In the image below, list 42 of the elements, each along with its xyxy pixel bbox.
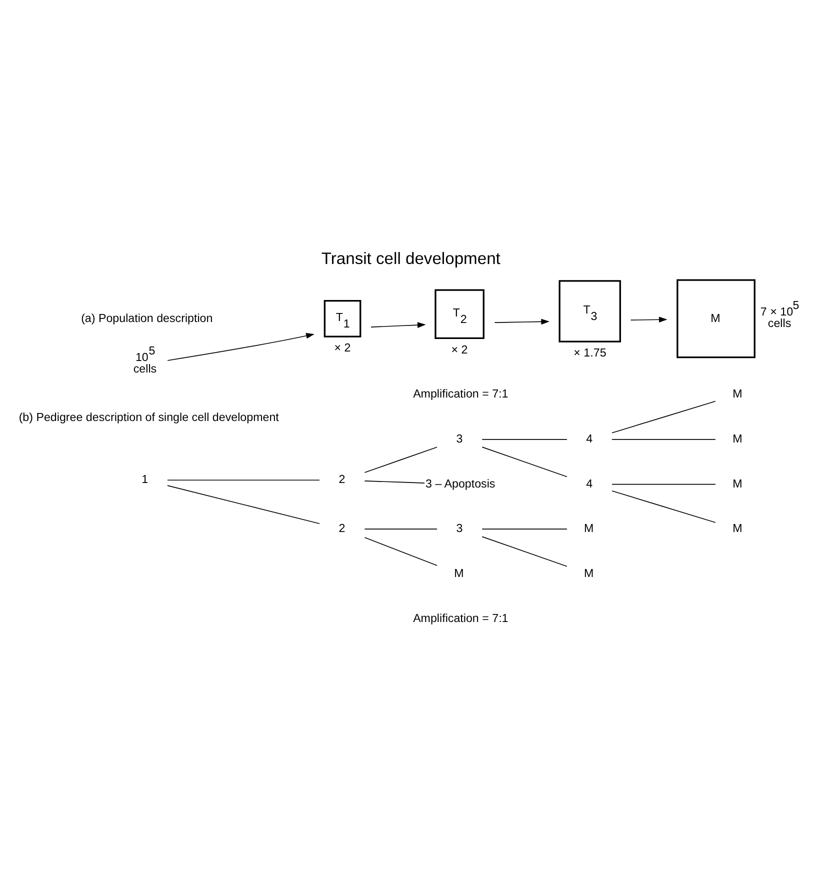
connector (612, 400, 716, 434)
connector (364, 446, 438, 473)
label: Amplification = 7:1 (413, 388, 508, 401)
connector (482, 536, 568, 567)
node-text: M (732, 522, 742, 536)
node-label: × 2 (334, 342, 351, 355)
connector (482, 446, 568, 478)
connector (167, 480, 320, 481)
arrow (167, 332, 314, 361)
node-text: 3 – Apoptosis (426, 477, 496, 490)
node-text: M (584, 522, 594, 536)
node-text: M (454, 566, 464, 580)
node-text: 2 (338, 522, 346, 536)
arrow (494, 318, 550, 325)
diagram-title: Transit cell development (321, 248, 500, 268)
connector (364, 528, 438, 530)
node-text: M (732, 432, 742, 446)
connector (364, 480, 425, 484)
label: Amplification = 7:1 (413, 612, 508, 625)
label: (a) Population description (81, 312, 213, 326)
node-label: × 1.75 (574, 346, 606, 360)
node-text: 4 (586, 432, 593, 446)
node-text: M (732, 388, 742, 401)
arrow (630, 316, 668, 323)
label: (b) Pedigree description of single cell development (18, 410, 279, 424)
node-text: 4 (586, 477, 593, 490)
node-text: 2 (338, 473, 346, 486)
node-label: × 2 (451, 343, 468, 356)
node-text: 3 (456, 432, 463, 446)
connector (167, 485, 320, 524)
connector (482, 439, 568, 440)
node-text: 1 (142, 473, 148, 486)
node-text: M (732, 477, 742, 490)
connector (612, 490, 716, 523)
node-text: 3 (456, 522, 463, 536)
node-box: M (676, 279, 756, 358)
connector (364, 537, 438, 566)
node-text: M (584, 566, 594, 580)
arrow (370, 322, 426, 328)
connector (612, 484, 716, 485)
connector (612, 439, 716, 440)
connector (482, 528, 568, 530)
